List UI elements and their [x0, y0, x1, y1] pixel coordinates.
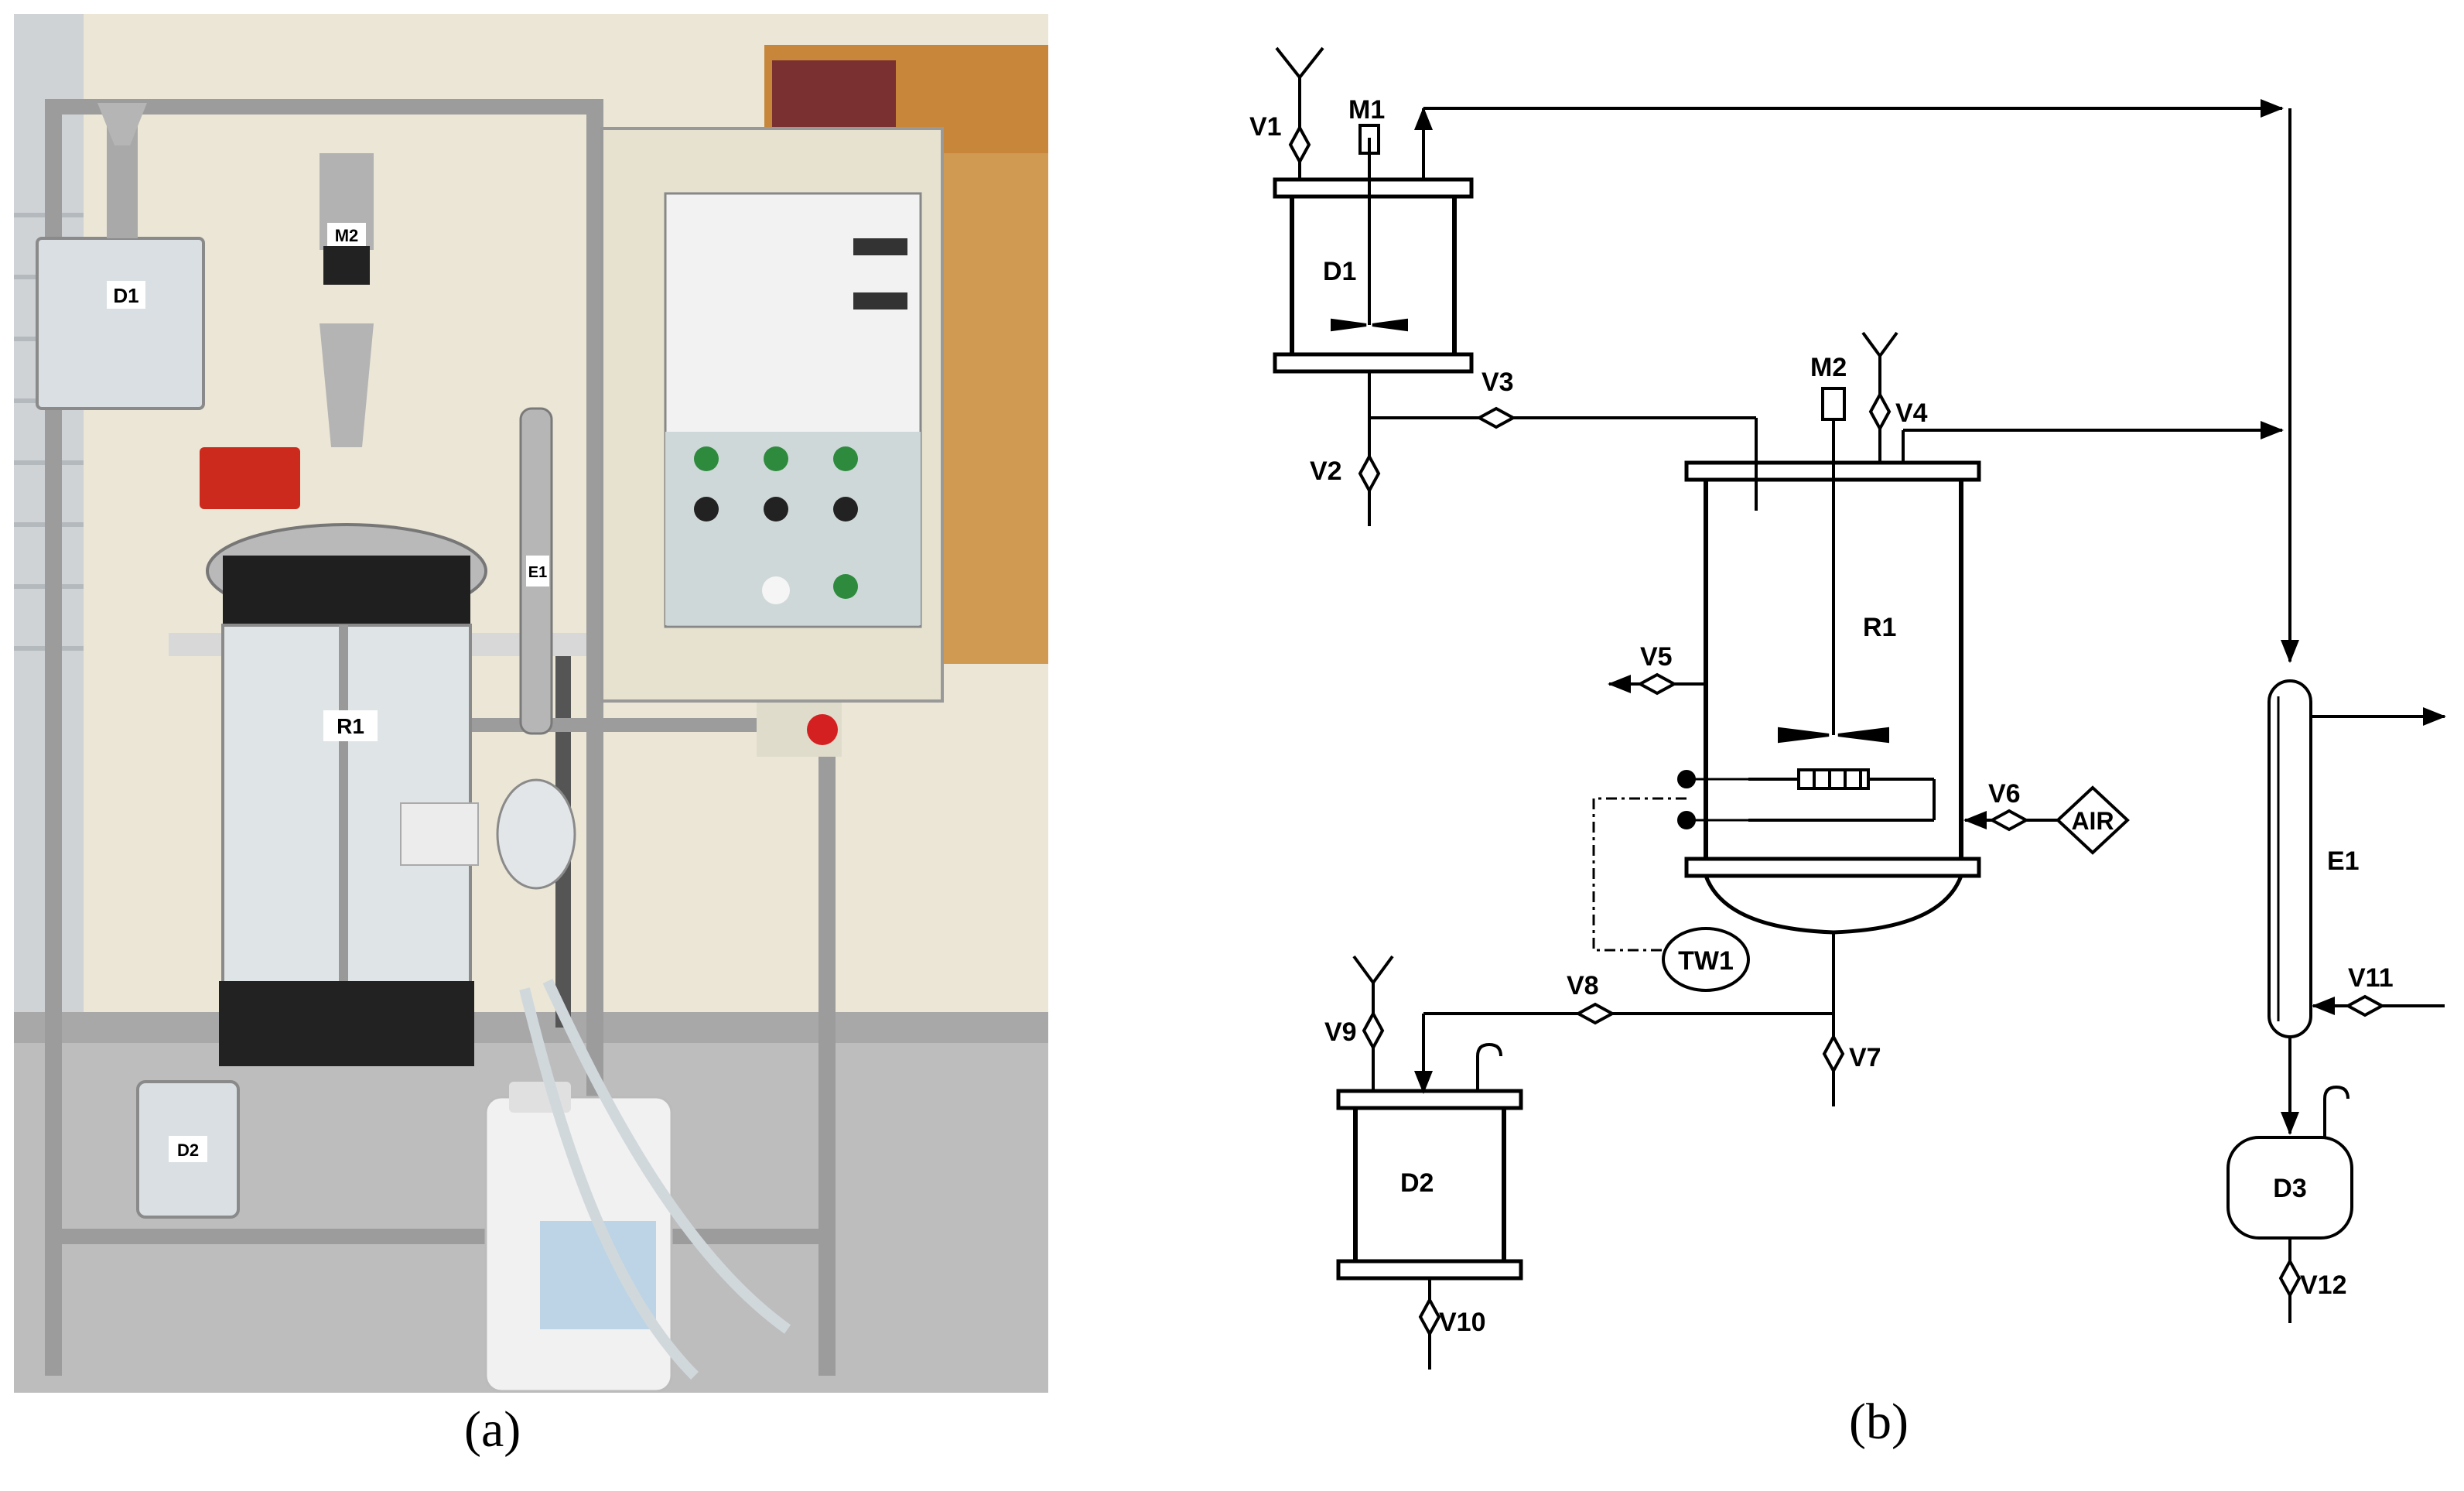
label-v3: V3 — [1481, 368, 1514, 397]
valve-v12 — [2278, 1257, 2302, 1299]
motor-m1 — [1358, 124, 1380, 155]
label-v7: V7 — [1849, 1043, 1881, 1072]
valve-v1 — [1288, 124, 1311, 166]
label-v2: V2 — [1310, 457, 1342, 486]
label-m1: M1 — [1348, 95, 1385, 125]
diagram-panel: V1 M1 D1 V3 V2 M2 V4 R1 V5 V6 AIR TW1 E1… — [1129, 0, 2464, 1424]
label-v8: V8 — [1567, 971, 1599, 1000]
label-air: AIR — [2071, 807, 2114, 835]
photo-label-r1: R1 — [337, 714, 364, 738]
reactor-r1 — [1677, 418, 1981, 935]
label-v12: V12 — [2300, 1270, 2347, 1300]
valve-v9 — [1362, 1010, 1385, 1052]
photo-illustration: D1 M2 R1 E1 D2 — [14, 14, 1048, 1393]
photo-panel: D1 M2 R1 E1 D2 — [14, 14, 1048, 1393]
process-diagram: V1 M1 D1 V3 V2 M2 V4 R1 V5 V6 AIR TW1 E1… — [1249, 46, 2446, 1370]
label-v4: V4 — [1895, 398, 1928, 428]
label-m2: M2 — [1810, 353, 1847, 382]
valve-v3 — [1475, 406, 1517, 429]
label-v1: V1 — [1249, 112, 1282, 142]
valve-v6 — [1988, 809, 2030, 832]
valve-v10 — [1418, 1296, 1441, 1338]
label-r1: R1 — [1863, 613, 1896, 642]
label-v9: V9 — [1324, 1017, 1357, 1047]
label-d1: D1 — [1323, 257, 1356, 286]
photo-label-d2: D2 — [177, 1140, 199, 1160]
valve-v11 — [2344, 994, 2386, 1017]
valve-v5 — [1636, 672, 1678, 696]
label-d3: D3 — [2273, 1174, 2306, 1203]
valve-v2 — [1358, 453, 1381, 494]
air-source — [2056, 785, 2130, 855]
label-tw1: TW1 — [1678, 946, 1734, 976]
label-e1: E1 — [2327, 846, 2360, 876]
valve-v8 — [1574, 1002, 1616, 1025]
caption-b: (b) — [1849, 1394, 1909, 1450]
caption-a: (a) — [464, 1401, 521, 1458]
valve-v7 — [1822, 1033, 1845, 1075]
valve-v4 — [1868, 391, 1892, 433]
photo-label-e1: E1 — [528, 564, 547, 581]
label-v5: V5 — [1640, 642, 1673, 672]
motor-m2 — [1821, 387, 1846, 421]
label-v6: V6 — [1988, 779, 2021, 809]
photo-label-d1: D1 — [113, 284, 138, 307]
label-v11: V11 — [2348, 963, 2394, 993]
vessel-d1 — [1273, 46, 2284, 418]
label-d2: D2 — [1400, 1168, 1434, 1198]
controller-tw1 — [1662, 927, 1750, 992]
vessel-d2 — [1336, 955, 1523, 1370]
label-v10: V10 — [1439, 1308, 1486, 1337]
photo-label-m2: M2 — [335, 226, 359, 245]
